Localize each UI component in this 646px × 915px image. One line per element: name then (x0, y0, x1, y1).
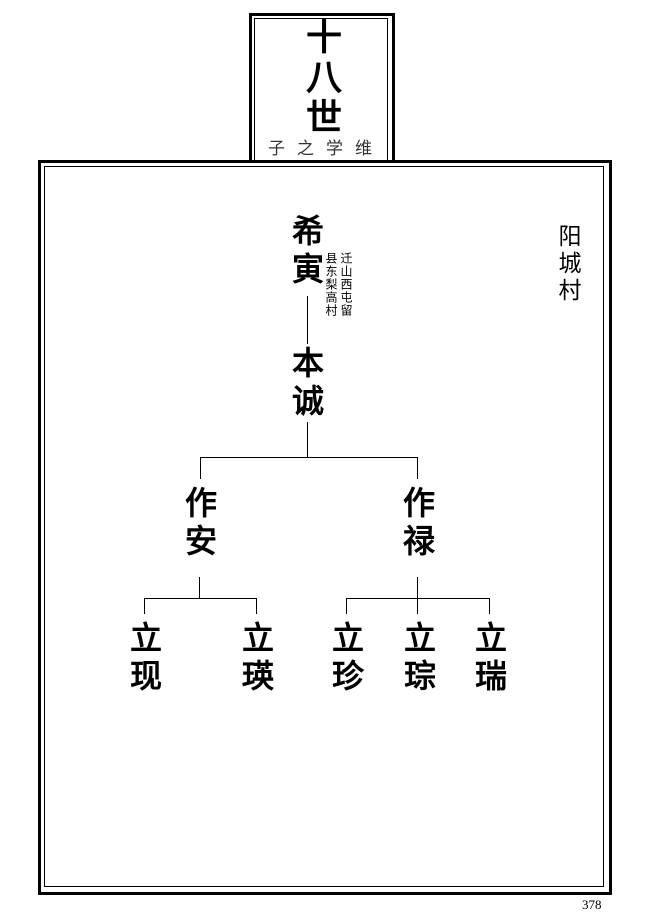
tree-line (346, 598, 347, 614)
village-label: 阳城村 (554, 224, 580, 305)
page-number: 378 (582, 897, 602, 912)
tree-line (256, 598, 257, 614)
page-frame-inner (44, 166, 604, 887)
tree-line (346, 598, 490, 599)
tree-line (200, 457, 418, 458)
generation-title: 十八世 (300, 18, 342, 138)
tree-line (200, 457, 201, 479)
migration-note-col1: 迁山西屯留 (339, 252, 353, 317)
tree-line (144, 598, 145, 614)
person-xiyin: 希寅 (287, 214, 325, 290)
person-bencheng: 本诚 (287, 346, 325, 422)
branch-label: 子之学维 (268, 139, 384, 159)
generation-header-inner-frame (254, 18, 388, 161)
person-lizhen: 立珍 (327, 621, 365, 697)
person-licong: 立琮 (399, 621, 437, 697)
migration-note-col2: 县东梨高村 (324, 252, 338, 317)
tree-line (307, 422, 308, 457)
tree-line (307, 296, 308, 344)
tree-line (144, 598, 257, 599)
tree-line (417, 457, 418, 479)
person-zuolu: 作禄 (398, 486, 436, 562)
page-frame-outer (38, 160, 612, 895)
person-lixian: 立现 (125, 621, 163, 697)
tree-line (199, 577, 200, 598)
person-lirui: 立瑞 (470, 621, 508, 697)
person-liying: 立瑛 (237, 621, 275, 697)
tree-line (489, 598, 490, 614)
generation-header-frame (249, 13, 395, 163)
person-zuoan: 作安 (180, 486, 218, 562)
tree-line (417, 577, 418, 598)
tree-line (417, 598, 418, 614)
